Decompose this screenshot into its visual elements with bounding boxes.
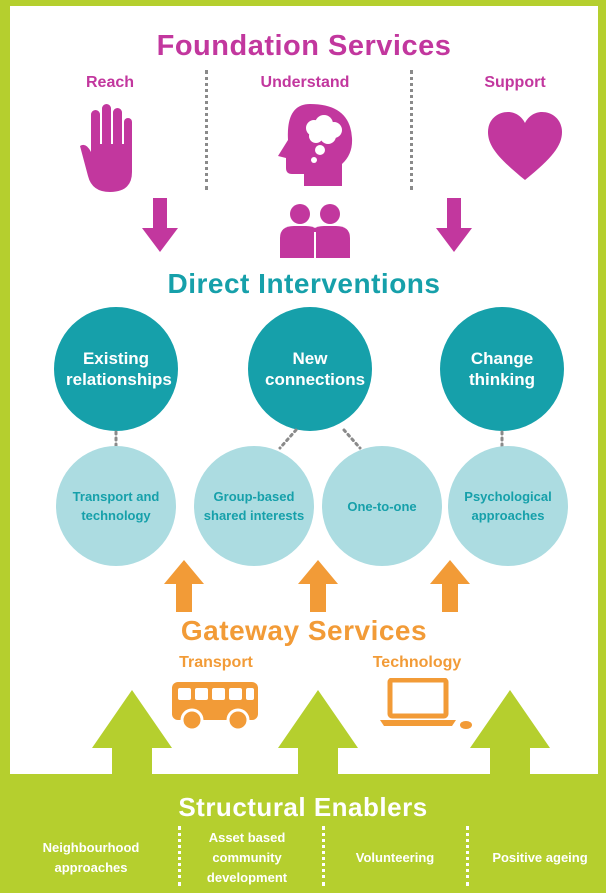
enabler-asset-based: Asset based community development: [206, 830, 288, 885]
heart-icon: [488, 112, 562, 182]
foundation-services-title: Foundation Services: [156, 30, 452, 62]
gateway-services-title: Gateway Services: [180, 615, 428, 646]
head-thought-icon: [270, 102, 358, 188]
up-arrow-icon: [92, 690, 172, 776]
laptop-icon: [378, 678, 474, 730]
divider-dots: [178, 826, 181, 886]
enabler-positive-ageing: Positive ageing: [492, 850, 588, 865]
hand-icon: [80, 104, 136, 194]
circle-label: Existing relationships: [66, 349, 172, 389]
circle-label: Group-based shared interests: [203, 489, 305, 523]
technology-label: Technology: [372, 654, 462, 671]
one-to-one-circle: One-to-one: [322, 446, 442, 566]
divider-dots: [205, 70, 208, 190]
divider-dots: [466, 826, 469, 886]
people-icon: [274, 202, 356, 258]
divider-dots: [410, 70, 413, 190]
transport-label: Transport: [179, 654, 253, 671]
new-connections-circle: New connections: [248, 307, 372, 431]
circle-label: Change thinking: [468, 349, 536, 389]
connector-dots: [114, 428, 504, 450]
understand-label: Understand: [260, 74, 350, 91]
circle-label: One-to-one: [347, 498, 417, 514]
structural-enablers-title: Structural Enablers: [178, 792, 428, 822]
up-arrow-icon: [298, 560, 338, 612]
down-arrow-icon: [436, 198, 472, 252]
enabler-volunteering: Volunteering: [355, 850, 435, 865]
change-thinking-circle: Change thinking: [440, 307, 564, 431]
psychological-circle: Psychological approaches: [448, 446, 568, 566]
up-arrow-icon: [430, 560, 470, 612]
support-label: Support: [484, 74, 546, 91]
up-arrow-icon: [164, 560, 204, 612]
reach-label: Reach: [85, 74, 135, 91]
divider-dots: [322, 826, 325, 886]
group-based-circle: Group-based shared interests: [194, 446, 314, 566]
circle-label: New connections: [265, 349, 366, 389]
bus-icon: [170, 680, 260, 732]
enabler-neighbourhood: Neighbourhood approaches: [42, 840, 140, 875]
down-arrow-icon: [142, 198, 178, 252]
transport-technology-circle: Transport and technology: [56, 446, 176, 566]
structural-enablers-band: Structural Enablers Neighbourhood approa…: [10, 774, 598, 893]
existing-relationships-circle: Existing relationships: [54, 307, 178, 431]
up-arrow-icon: [278, 690, 358, 776]
direct-interventions-title: Direct Interventions: [167, 268, 441, 299]
circle-label: Psychological approaches: [464, 489, 552, 523]
up-arrow-icon: [470, 690, 550, 776]
circle-label: Transport and technology: [72, 489, 160, 523]
